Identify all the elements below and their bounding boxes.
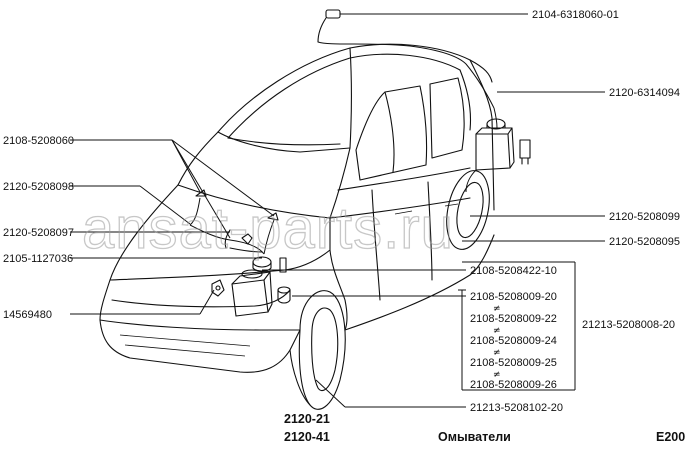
right-labels: 2104-6318060-01 2120-6314094 2120-520809… (470, 9, 680, 277)
part-label: 2120-5208095 (609, 236, 680, 248)
part-label: 2120-6314094 (609, 87, 680, 99)
hose-tee (252, 256, 287, 273)
rear-pump (519, 139, 531, 165)
washer-components (189, 9, 531, 317)
part-label: 2120-5208099 (609, 211, 680, 223)
pump-variant-label: 2108-5208009-20 (470, 291, 557, 303)
front-hose (189, 224, 265, 255)
part-label: 14569480 (3, 309, 52, 321)
neq-sign: ≠ (493, 370, 501, 380)
pump-variant-label: 2108-5208009-25 (470, 357, 557, 369)
leader-lines (70, 13, 605, 408)
model-label: 2120-21 (284, 412, 330, 426)
bracket (211, 279, 225, 297)
rear-washer-hose (317, 41, 495, 109)
front-pump (277, 286, 291, 304)
part-label: 2104-6318060-01 (532, 9, 619, 21)
pump-variant-label: 2108-5208009-26 (470, 379, 557, 391)
footer: 2120-21 2120-41 Омыватели E200 (284, 412, 685, 444)
page-code: E200 (656, 430, 685, 444)
front-reservoir (231, 269, 273, 317)
part-label: 2120-5208098 (3, 181, 74, 193)
rear-reservoir (475, 118, 515, 171)
part-label: 2105-1127036 (3, 253, 73, 265)
pump-variant-label: 2108-5208009-24 (470, 335, 557, 347)
part-label: 2108-5208060 (3, 135, 74, 147)
car-illustration (99, 43, 495, 410)
neq-sign: ≠ (493, 304, 501, 314)
pump-variant-labels: 2108-5208009-20 ≠ 2108-5208009-22 ≠ 2108… (470, 291, 675, 391)
left-labels: 2108-5208060 2120-5208098 2120-5208097 2… (3, 135, 74, 321)
watermark: ansat-parts.ru (82, 196, 454, 261)
model-label: 2120-41 (284, 430, 330, 444)
assembly-label: 21213-5208008-20 (582, 319, 675, 331)
part-label: 2108-5208422-10 (470, 265, 557, 277)
neq-sign: ≠ (493, 326, 501, 336)
reservoir-label: 21213-5208102-20 (470, 402, 563, 414)
diagram-title: Омыватели (438, 430, 511, 444)
part-label: 2120-5208097 (3, 227, 74, 239)
rear-washer-nozzle (317, 9, 349, 43)
neq-sign: ≠ (493, 348, 501, 358)
pump-variant-label: 2108-5208009-22 (470, 313, 557, 325)
